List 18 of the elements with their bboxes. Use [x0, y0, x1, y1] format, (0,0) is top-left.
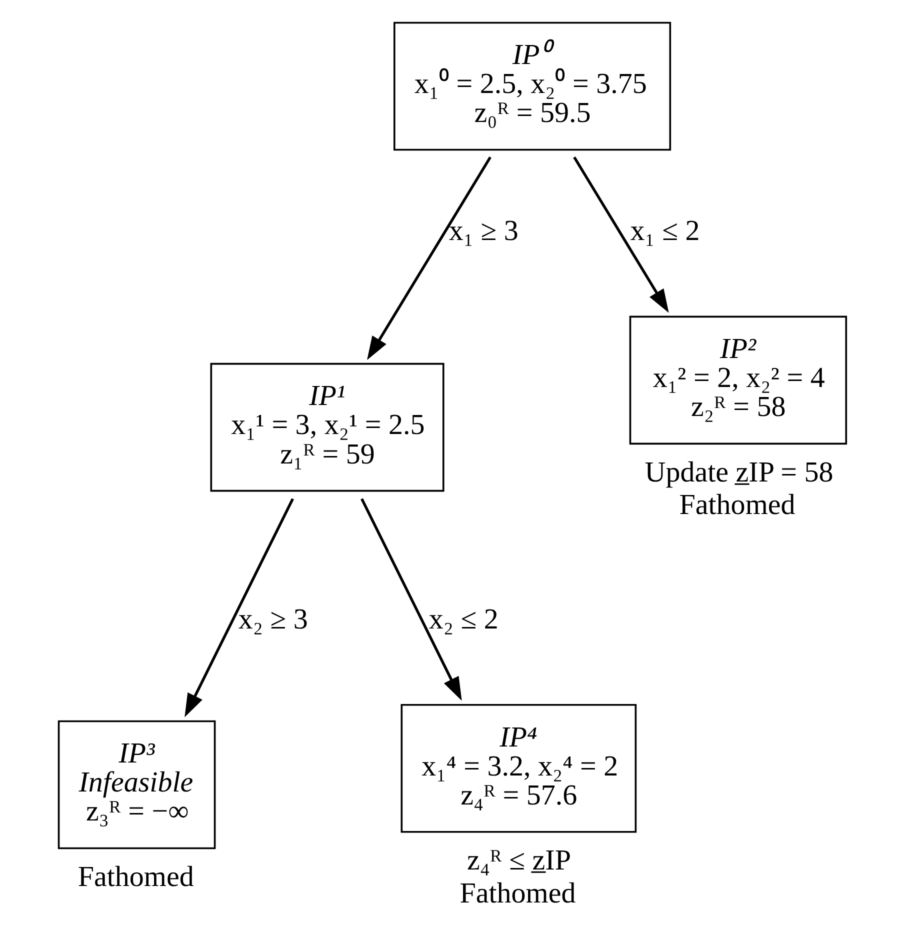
arrow [360, 498, 462, 701]
edge-label: x₁ ≥ 3 [448, 215, 518, 248]
node-box: IP² x₁² = 2, x₂² = 4 z₂ᴿ = 58 [628, 316, 847, 445]
node-label: Update z̲IP = 58 [644, 456, 833, 488]
arrow [184, 498, 294, 718]
arrow [572, 156, 668, 313]
node-label: Fathomed [459, 877, 576, 910]
edge-label: x₂ ≥ 3 [238, 603, 308, 636]
node-label: Fathomed [678, 489, 795, 522]
edge-label: x₁ ≤ 2 [630, 215, 700, 248]
node-box: IP⁰ x₁⁰ = 2.5, x₂⁰ = 3.75 z₀ᴿ = 59.5 [393, 22, 671, 151]
node-label: Fathomed [77, 860, 194, 893]
node-label: z₄ᴿ ≤ z̲IP [466, 844, 570, 877]
node-box: IP¹ x₁¹ = 3, x₂¹ = 2.5 z₁ᴿ = 59 [210, 362, 444, 492]
node-box: IP³ Infeasible z₃ᴿ = −∞ [57, 720, 216, 850]
node-box: IP⁴ x₁⁴ = 3.2, x₂⁴ = 2 z₄ᴿ = 57.6 [400, 704, 636, 833]
edge-label: x₂ ≤ 2 [428, 603, 498, 636]
arrow [366, 156, 491, 360]
